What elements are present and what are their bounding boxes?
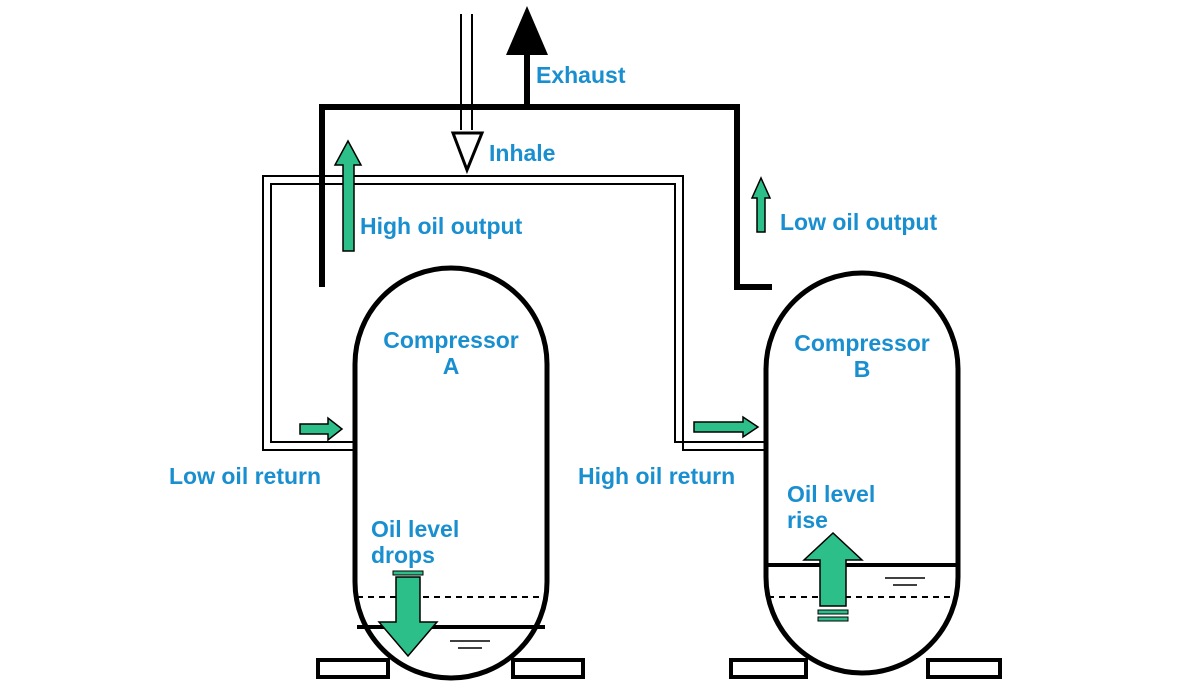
compressor-b-title-line2: B (853, 356, 871, 382)
oil-level-rise-label: Oil level rise (787, 481, 875, 533)
high-oil-return-arrow-icon (693, 415, 760, 439)
low-oil-output-label: Low oil output (780, 209, 938, 235)
suction-line-outer (262, 175, 768, 451)
high-oil-return-label: High oil return (578, 463, 736, 489)
compressor-a-foot-left (316, 658, 390, 679)
oil-level-drops-line1: Oil level (371, 516, 460, 542)
compressor-a-title: Compressor A (355, 327, 547, 379)
oil-level-rise-tail-stripe (817, 609, 849, 615)
oil-level-drops-label: Oil level drops (371, 516, 459, 568)
oil-level-rise-line1: Oil level (787, 481, 876, 507)
oil-level-rise-tail-stripe (817, 616, 849, 622)
exhaust-label: Exhaust (536, 62, 626, 88)
low-oil-return-arrow-icon (299, 416, 344, 442)
exhaust-pipe (319, 104, 772, 290)
inhale-arrow-icon (450, 131, 485, 175)
low-oil-output-arrow-icon (750, 176, 772, 233)
compressor-b-foot-left (729, 658, 808, 679)
compressor-a-title-line2: A (442, 353, 460, 379)
oil-level-drops-line2: drops (371, 542, 435, 568)
low-oil-return-label: Low oil return (169, 463, 322, 489)
high-oil-output-label: High oil output (360, 213, 523, 239)
compressor-b-title: Compressor B (766, 330, 958, 382)
compressor-b-shell (763, 270, 961, 676)
high-oil-output-arrow-icon (333, 139, 363, 252)
arrow-fill-group (299, 139, 864, 658)
compressor-b-title-line1: Compressor (794, 330, 930, 356)
compressor-b-foot-right (926, 658, 1002, 679)
compressor-a-foot-right (511, 658, 585, 679)
oil-level-rise-line2: rise (787, 507, 828, 533)
oil-level-drops-arrow-icon (377, 576, 439, 658)
inhale-label: Inhale (489, 140, 556, 166)
oil-level-drops-tail-stripe (392, 570, 424, 576)
oil-level-rise-arrow-icon (802, 531, 864, 607)
exhaust-arrow-icon (506, 6, 548, 55)
compressor-a-title-line1: Compressor (383, 327, 519, 353)
suction-line-inner (270, 183, 768, 443)
